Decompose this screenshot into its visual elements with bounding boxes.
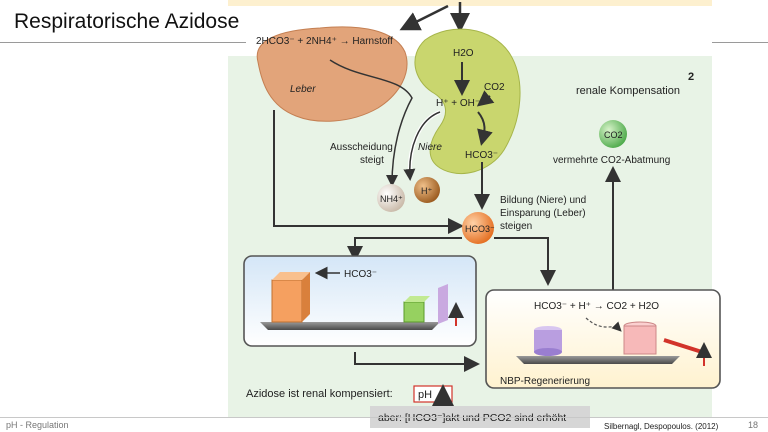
reaction-label: HCO3⁻ + H⁺ → CO2 + H2O [534,301,659,312]
step-number: 2 [688,71,694,83]
co2-ball-label: CO2 [604,130,623,140]
kidney-label: Niere [418,142,442,153]
arrow-liver-hco3 [273,110,464,234]
co2-kidney-label: CO2 [484,82,505,93]
right-divider [712,42,768,43]
liver-shape [256,26,408,122]
urea-equation: 2HCO3⁻ + 2NH4⁺ → Harnstoff [256,36,393,47]
note-label: aber: [HCO3⁻]akt und PCO2 sind erhöht [378,412,566,424]
source-credit: Silbernagl, Despopoulos. (2012) [604,422,719,431]
compensated-label: Azidose ist renal kompensiert: [246,388,393,400]
top-strip [228,0,712,6]
nbp-label: NBP-Regenerierung [500,376,590,387]
ph-indicator-right [663,338,703,354]
hco3-ball-label: HCO3⁻ [465,224,495,234]
seesaw-left [260,322,440,330]
ph-indicator-left [438,284,448,324]
h-oh-label: H⁺ + OH⁻ [436,98,480,109]
formation-label-2: Einsparung (Leber) [500,208,586,219]
hco3-block [271,279,303,323]
water-cylinder [623,325,657,355]
nbp-cylinder [534,330,562,352]
liver-label: Leber [290,84,316,95]
arrow-hco3-left [347,237,462,262]
nh4-label: NH4⁺ [380,194,403,204]
h-label: H⁺ [421,186,432,196]
ph-badge-label: pH [418,389,432,401]
arrow-left-right [354,352,480,372]
arrow-oh-hco3 [477,111,493,146]
hco3-left-label: HCO3⁻ [344,269,377,280]
hco3-kidney-label: HCO3⁻ [465,150,498,161]
co2-exhale-label: vermehrte CO2-Abatmung [553,155,670,166]
arrow-top-liver [399,4,449,31]
slide-title: Respiratorische Azidose [14,10,240,33]
arrow-hco3-right [494,237,556,286]
hco3-ball [462,212,494,244]
seesaw-right [516,356,680,364]
title-divider [0,42,246,43]
page-number: 18 [748,420,759,430]
step-title: renale Kompensation [576,85,680,97]
excretion-label-2: steigt [360,155,384,166]
co2-ball [599,120,627,148]
footer-divider [0,417,768,418]
excretion-label-1: Ausscheidung [330,142,393,153]
h2o-label: H2O [453,48,474,59]
arrow-co2 [476,90,495,107]
acid-block [403,301,425,323]
kidney-shape [414,28,521,175]
formation-label-3: steigen [500,221,532,232]
footer-title: pH - Regulation [6,420,69,430]
nh4-ball [377,184,405,212]
excretion-arrow-nh4 [329,59,413,187]
formation-label-1: Bildung (Niere) und [500,195,586,206]
h-ball [414,177,440,203]
